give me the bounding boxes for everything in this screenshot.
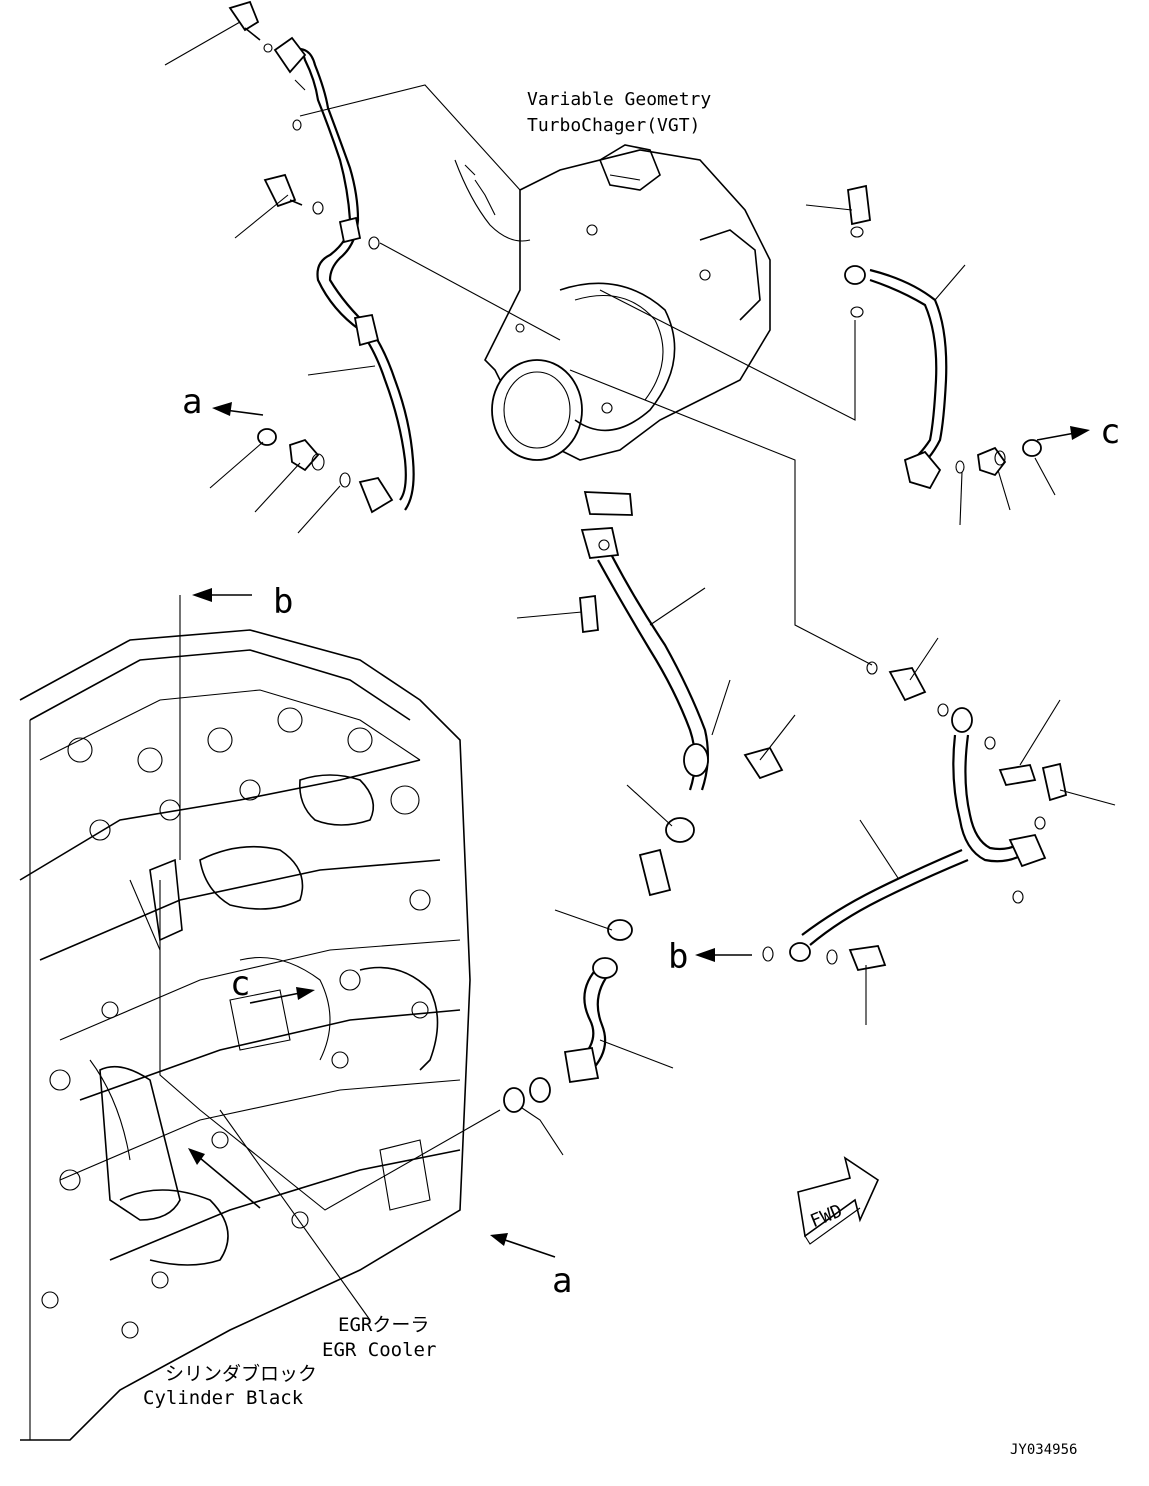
callout-arrows: [188, 402, 1090, 1258]
oil-pipe-right: [844, 184, 1042, 490]
callout-b-lower: b: [668, 937, 688, 977]
turbocharger: [454, 144, 771, 461]
callout-c-lower: c: [230, 964, 250, 1004]
oil-drain-pipe: [503, 491, 784, 1113]
cylinder-block-label-jp: シリンダブロック: [165, 1362, 317, 1385]
fittings-a-upper: [257, 428, 351, 488]
fwd-label: FWD: [807, 1200, 845, 1232]
egr-cooler-label-jp: EGRクーラ: [338, 1314, 429, 1336]
oil-feed-pipe-left: [228, 0, 415, 514]
callout-a-lower: a: [552, 1261, 572, 1301]
fwd-arrow: FWD: [797, 1156, 880, 1245]
cylinder-block-label-en: Cylinder Black: [143, 1387, 304, 1409]
return-pipe-right: [762, 661, 1068, 972]
vgt-label-line1: Variable Geometry: [527, 89, 711, 110]
callout-c-right: c: [1100, 412, 1120, 452]
callout-b-upper: b: [273, 582, 293, 622]
vgt-label-line2: TurboChager(VGT): [527, 115, 700, 136]
egr-cooler-label-en: EGR Cooler: [322, 1339, 436, 1361]
leader-lines: [159, 21, 1116, 1321]
engine-block: [19, 629, 471, 1441]
callout-a-upper: a: [182, 382, 202, 422]
drawing-number: JY034956: [1010, 1442, 1077, 1458]
